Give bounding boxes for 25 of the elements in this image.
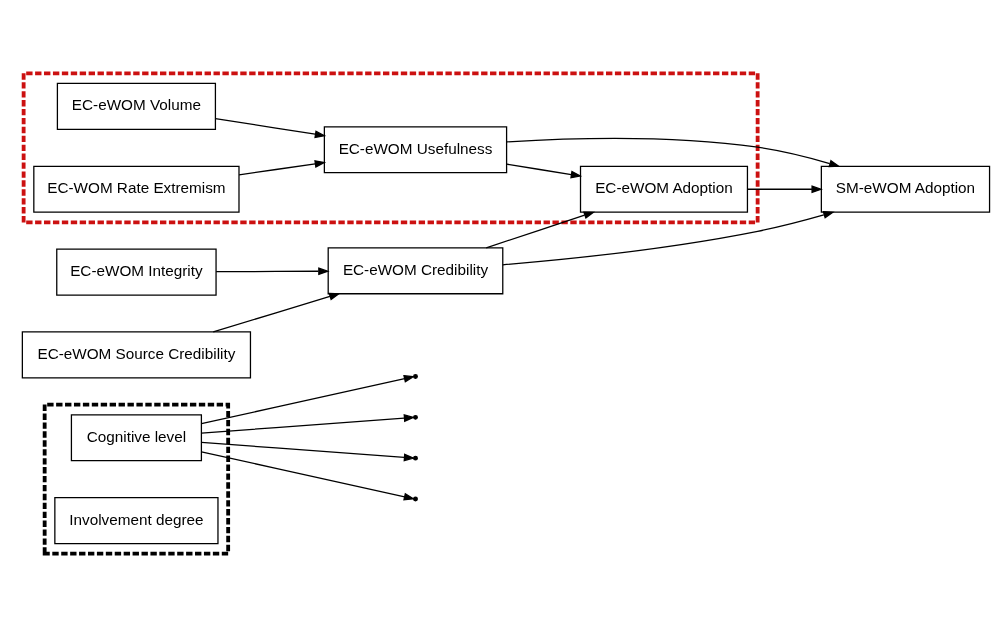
arrow — [215, 267, 330, 276]
arrow — [238, 159, 327, 176]
arrow — [200, 451, 416, 501]
arrow — [200, 374, 416, 425]
node-box: EC-WOM Rate Extremism — [33, 165, 240, 213]
node-box: EC-eWOM Volume — [56, 82, 217, 130]
node-box: Involvement degree — [54, 497, 219, 545]
node-box: EC-eWOM Adoption — [579, 165, 749, 213]
cluster — [42, 402, 231, 556]
arrow — [214, 117, 327, 139]
arrow — [506, 163, 583, 179]
node-box: Cognitive level — [70, 414, 203, 462]
node-box: EC-eWOM Integrity — [56, 248, 217, 296]
arrow — [506, 137, 841, 168]
arrow — [212, 292, 341, 333]
node-box: EC-eWOM Usefulness — [323, 126, 508, 174]
node-box: SM-eWOM Adoption — [820, 165, 991, 213]
node-box: EC-eWOM Credibility — [327, 247, 504, 295]
arrow — [746, 185, 823, 194]
arrow — [200, 414, 416, 434]
arrow — [200, 441, 416, 462]
arrow — [485, 211, 596, 249]
arrow — [502, 211, 835, 266]
cluster — [21, 71, 760, 225]
node-box: EC-eWOM Source Credibility — [21, 331, 252, 379]
